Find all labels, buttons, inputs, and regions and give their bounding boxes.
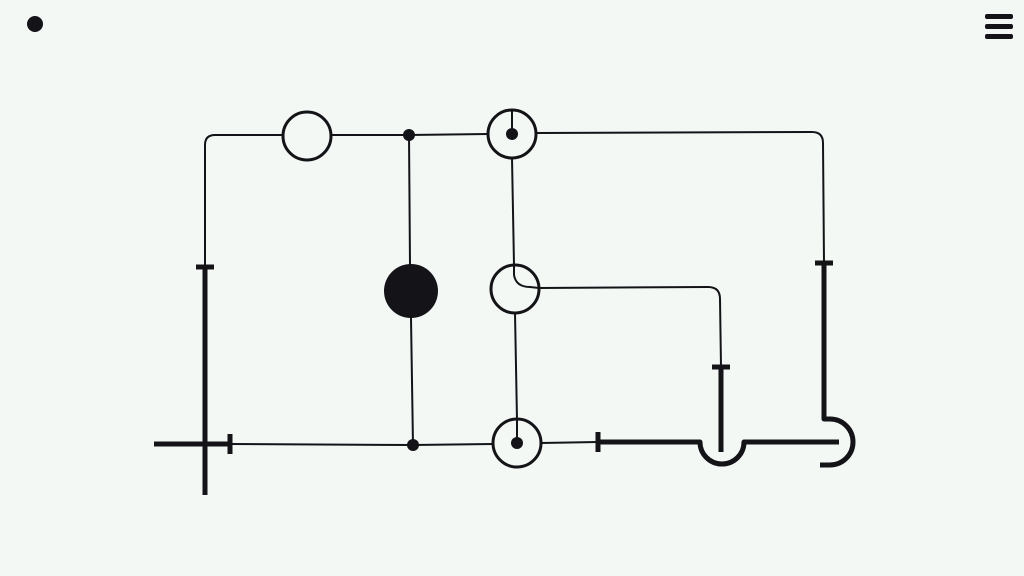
pipe-drop-right xyxy=(820,263,856,468)
junction-dot xyxy=(407,439,419,451)
wire-top-right xyxy=(536,131,825,264)
ring-node-with-dot[interactable] xyxy=(486,108,538,160)
wire-bottom-right xyxy=(540,441,599,444)
wire-right-column-upper xyxy=(511,157,515,266)
menu-bar xyxy=(985,24,1013,29)
pipe-bottom-right xyxy=(598,439,839,467)
ring-node-with-dot[interactable] xyxy=(491,417,543,469)
ring-node-corner[interactable] xyxy=(489,263,541,315)
wire-center-vertical xyxy=(408,134,411,266)
menu-bar xyxy=(985,34,1013,39)
menu-button[interactable] xyxy=(983,12,1015,42)
wire-left-top xyxy=(204,134,284,268)
junction-dot xyxy=(403,129,415,141)
ring-node-empty[interactable] xyxy=(281,110,333,162)
wire-to-lower-right xyxy=(513,271,722,368)
wire-center-vertical-lower xyxy=(410,317,414,446)
wire-bottom xyxy=(229,443,494,446)
menu-bar xyxy=(985,14,1013,19)
status-dot-icon[interactable] xyxy=(27,16,43,32)
wire-right-column-lower xyxy=(514,312,518,421)
solid-node[interactable] xyxy=(384,264,438,318)
